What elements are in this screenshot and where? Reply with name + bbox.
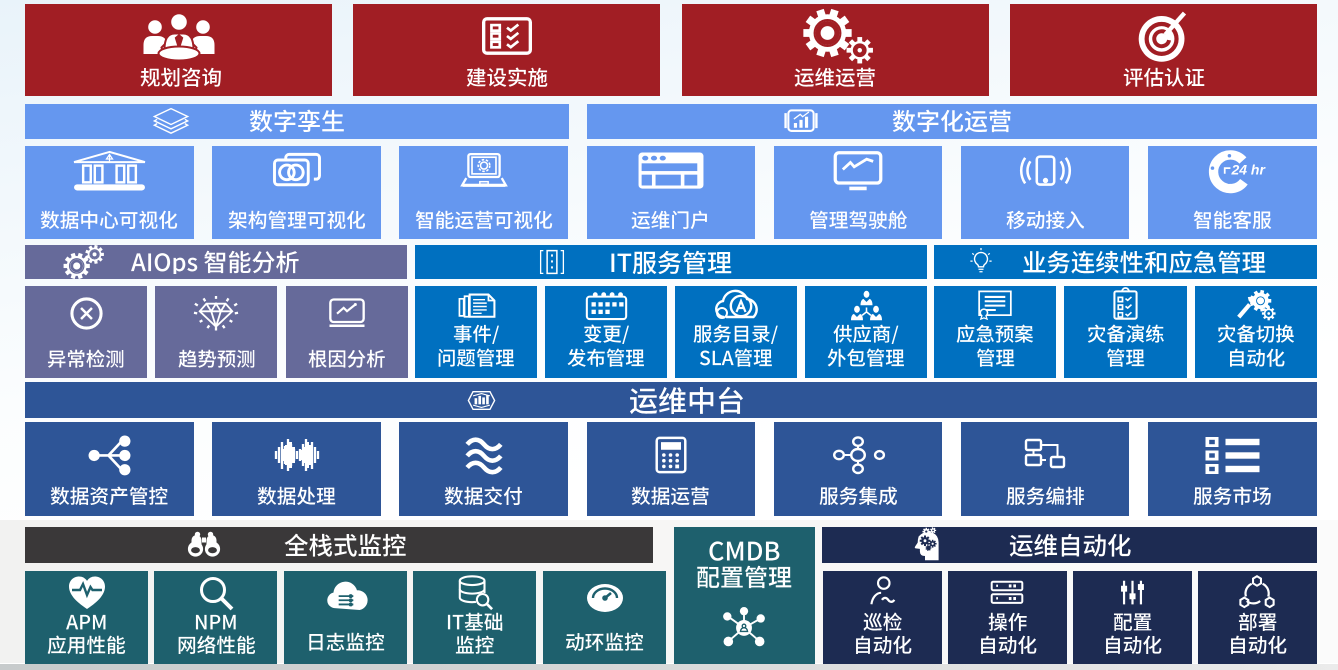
- svg-text:24 hr: 24 hr: [1231, 161, 1267, 177]
